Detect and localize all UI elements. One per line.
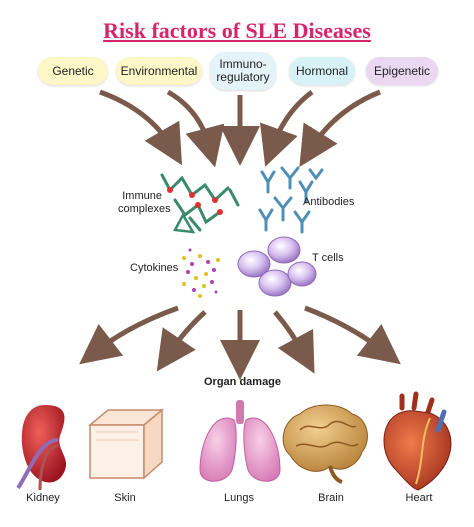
arrow-heart (304, 305, 401, 365)
risk-factor-genetic: Genetic (38, 57, 108, 85)
risk-factor-label: Immuno- regulatory (216, 57, 270, 84)
cytokines-graphic (182, 248, 220, 298)
input-arrows (99, 89, 381, 168)
t-cells-label: T cells (312, 252, 344, 264)
heart-icon (383, 391, 452, 491)
antibodies-graphic (258, 166, 324, 234)
arrow-hormonal (259, 89, 314, 167)
immune-complexes-graphic (160, 173, 240, 234)
t-cells-graphic (237, 236, 317, 297)
arrow-skin (156, 310, 207, 372)
risk-factor-label: Environmental (120, 63, 198, 78)
lungs-icon (199, 400, 281, 482)
immune-complexes-label: Immune complexes (118, 190, 171, 215)
risk-factor-epigenetic: Epigenetic (366, 57, 438, 85)
page-title: Risk factors of SLE Diseases (103, 18, 371, 43)
arrow-environmental (166, 89, 225, 168)
arrow-epigenetic (299, 89, 381, 167)
organ-label-skin: Skin (114, 492, 136, 504)
brain-icon (282, 404, 368, 484)
skin-icon (87, 408, 165, 480)
cytokines-label: Cytokines (130, 262, 179, 274)
organ-label-lungs: Lungs (224, 492, 254, 504)
risk-factor-hormonal: Hormonal (289, 57, 355, 85)
risk-factor-immunoregulatory: Immuno- regulatory (210, 52, 276, 90)
arrow-brain (273, 310, 315, 374)
kidney-icon (16, 405, 67, 491)
antibodies-label: Antibodies (303, 196, 355, 208)
output-arrows (79, 305, 401, 380)
risk-factor-label: Epigenetic (373, 63, 431, 78)
organ-label-kidney: Kidney (26, 492, 60, 504)
arrow-genetic (99, 89, 183, 166)
organ-label-brain: Brain (318, 492, 344, 504)
organ-damage-label: Organ damage (204, 376, 282, 388)
risk-factor-label: Hormonal (295, 63, 349, 78)
organ-label-heart: Heart (405, 492, 433, 504)
risk-factor-environmental: Environmental (116, 57, 202, 85)
risk-factor-label: Genetic (52, 63, 94, 78)
arrow-kidney (79, 305, 179, 365)
